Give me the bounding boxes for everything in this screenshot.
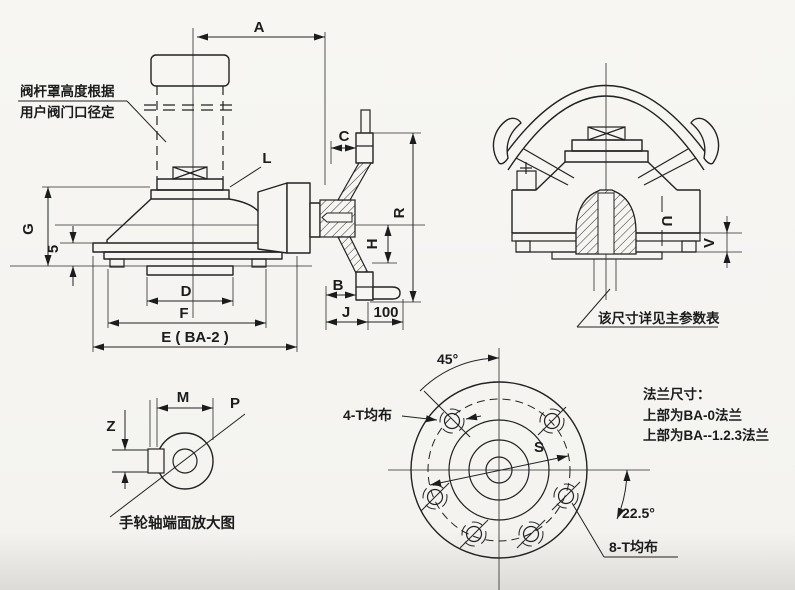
detail-caption: 手轮轴端面放大图 (119, 514, 235, 532)
flange-note-title: 法兰尺寸： (643, 386, 711, 402)
flange-note-line2: 上部为BA--1.2.3法兰 (643, 427, 769, 443)
dim-h: H (364, 225, 397, 264)
dim-label-p: P (230, 395, 240, 412)
dim-m: M (149, 389, 214, 447)
dim-d-f-e: D F E ( BA-2 ) (92, 256, 298, 352)
dim-225deg: 22.5° (616, 469, 655, 521)
param-table-note-text: 该尺寸详见主参数表 (598, 310, 720, 326)
shaft-end-detail-view: M Z P 手轮轴端面放大图 (106, 389, 246, 532)
flange-outer-circle (410, 381, 588, 559)
shaft-circle (156, 432, 214, 490)
bell-housing (106, 198, 152, 243)
flange-note-line1: 上部为BA-0法兰 (643, 407, 742, 423)
stem-nut-symbol-side (587, 126, 626, 141)
dim-label-s: S (534, 439, 544, 456)
bolt-holes (420, 390, 581, 549)
dim-u: U (658, 196, 675, 246)
param-table-note: 该尺寸详见主参数表 (576, 288, 720, 328)
dim-label-b: B (333, 277, 344, 294)
dim-label-l: L (262, 150, 271, 167)
dim-label-f: F (179, 305, 188, 322)
dim-a: A (197, 19, 326, 185)
dim-s: S (429, 439, 569, 487)
dim-label-225: 22.5° (622, 505, 655, 521)
dim-label-e: E ( BA-2 ) (161, 329, 229, 346)
holes8-text: 8-T均布 (609, 539, 658, 555)
key-profile (147, 448, 165, 474)
dim-label-5: 5 (45, 245, 62, 253)
flange-size-note: 法兰尺寸： 上部为BA-0法兰 上部为BA--1.2.3法兰 (643, 386, 769, 443)
dim-label-a: A (254, 19, 265, 36)
stem-note-line1: 阀杆罩高度根据 (20, 83, 115, 99)
stem-nut-symbol (172, 166, 208, 180)
dim-b-j-100: B J 100 (325, 277, 404, 330)
dim-label-j: J (342, 304, 350, 321)
dim-label-c: C (339, 128, 350, 145)
dim-r: R (360, 132, 421, 303)
handwheel-handle (372, 286, 401, 300)
stem-cover-cap (150, 54, 230, 87)
dim-label-d: D (181, 283, 192, 300)
front-view: A C R H B J 1 (10, 19, 425, 352)
dim-c: C (330, 128, 356, 164)
bolt-circle (427, 398, 571, 542)
dim-p: P (109, 395, 246, 518)
dim-z: Z (106, 410, 129, 489)
dim-label-z: Z (106, 418, 115, 435)
dim-g-5: G 5 (10, 186, 312, 286)
coupling-and-hub (257, 182, 356, 254)
handwheel-section (336, 109, 401, 301)
dim-v: V (662, 216, 742, 268)
holes8-note: 8-T均布 (571, 502, 678, 558)
dim-label-m: M (177, 389, 190, 406)
dim-label-h: H (364, 239, 381, 250)
dim-label-r: R (391, 207, 408, 218)
stem-note: 阀杆罩高度根据 用户阀门口径定 (18, 83, 167, 143)
dim-label-100: 100 (373, 304, 398, 321)
handwheel-arc (498, 84, 714, 164)
dim-label-g: G (20, 223, 37, 235)
stem-nut-section (575, 189, 637, 255)
dim-45deg: 45° (419, 351, 500, 392)
dim-label-u: U (658, 216, 675, 227)
holes4-note: 4-T均布 (343, 407, 482, 423)
flange-view: 45° S 22.5° 4-T均布 8-T均布 法兰尺寸： 上部为BA-0法兰 … (343, 348, 769, 590)
side-view: U V 该尺寸详见主参数表 (492, 63, 742, 328)
dim-label-45: 45° (437, 351, 458, 367)
holes4-text: 4-T均布 (343, 407, 392, 423)
dim-label-v: V (701, 238, 718, 248)
stem-note-line2: 用户阀门口径定 (20, 104, 115, 120)
dim-l: L (229, 150, 272, 188)
